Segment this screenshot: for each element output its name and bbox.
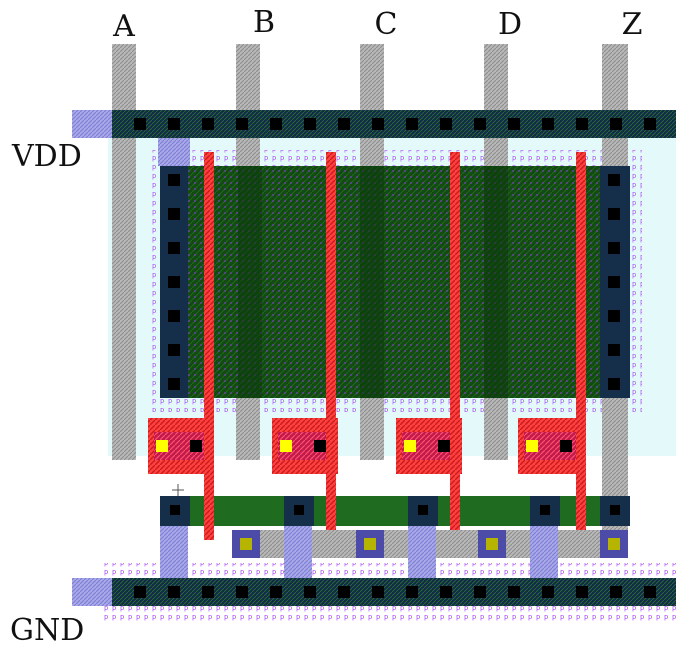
gnd-contact [508,586,520,598]
gnd-rail-contacts [134,586,656,598]
gnd-contact [542,586,554,598]
gnd-contact [168,586,180,598]
vdd-contact [134,118,146,130]
poly-gate-lower [576,450,586,530]
poly-gate-lower [204,450,214,540]
vdd-contact [474,118,486,130]
vdd-contact [304,118,316,130]
vdd-contact [236,118,248,130]
vdd-rail-contacts [134,118,656,130]
vdd-contact [372,118,384,130]
gnd-contact [202,586,214,598]
right-strip-contact [608,208,620,220]
vdd-contact [542,118,554,130]
nmos-contact-blocks [160,496,630,526]
gnd-contact [236,586,248,598]
poly-gate-upper [450,152,460,452]
gate-contact [190,440,202,452]
poly-gate-lower [450,450,460,530]
pin-label-d: D [498,7,522,42]
vdd-contact [644,118,656,130]
left-strip-contact [168,310,180,322]
left-strip-contact [168,208,180,220]
gate-contact [314,440,326,452]
vdd-label: VDD [11,139,82,174]
left-strip-contact [168,242,180,254]
vdd-contact [576,118,588,130]
right-strip-contact [608,310,620,322]
gnd-contact [134,586,146,598]
vias-bottom [232,530,628,558]
pin-label-a: A [112,9,135,44]
gate-via [156,440,168,452]
poly-gate-lower [326,450,336,530]
gnd-contact [644,586,656,598]
pin-label-z: Z [622,7,643,42]
vdd-contact [610,118,622,130]
right-strip-contact [608,174,620,186]
vdd-rail [110,110,676,138]
right-strip-contact [608,378,620,390]
vdd-contact [168,118,180,130]
pin-label-b: B [253,5,275,40]
vdd-contact [270,118,282,130]
gnd-contact [270,586,282,598]
right-strip-contact [608,276,620,288]
gate-contact [560,440,572,452]
active-darker-bands [238,166,508,398]
gnd-contact [406,586,418,598]
poly-gate-upper [326,152,336,452]
vdd-contact [440,118,452,130]
lavender-metal-stubs [160,526,558,578]
vdd-contact [202,118,214,130]
gnd-contact [440,586,452,598]
pmos-active-region [160,166,620,398]
gnd-rail-stub [72,578,112,606]
strip-contacts [168,174,620,390]
left-strip-contact [168,344,180,356]
poly-gate-upper [576,152,586,452]
left-strip-contact [168,276,180,288]
gnd-contact [304,586,316,598]
gnd-contact [372,586,384,598]
pin-label-c: C [375,7,398,42]
right-strip-contact [608,344,620,356]
gate-contact [438,440,450,452]
vdd-rail-stub [72,110,112,138]
gate-via [404,440,416,452]
poly-gate-upper [204,152,214,452]
gnd-contact [338,586,350,598]
left-strip-contact [168,174,180,186]
vdd-contact [338,118,350,130]
gnd-contact [610,586,622,598]
metal2-column-a [112,44,136,460]
gate-via [280,440,292,452]
vdd-top-pad [158,138,190,166]
left-strip-contact [168,378,180,390]
gnd-contact [474,586,486,598]
vdd-contact [406,118,418,130]
origin-marker [172,484,184,496]
right-strip-contact [608,242,620,254]
gnd-rail [110,578,676,606]
gnd-label: GND [10,613,84,648]
gnd-contact [576,586,588,598]
gate-via [526,440,538,452]
poly-gates [204,152,586,540]
vdd-contact [508,118,520,130]
